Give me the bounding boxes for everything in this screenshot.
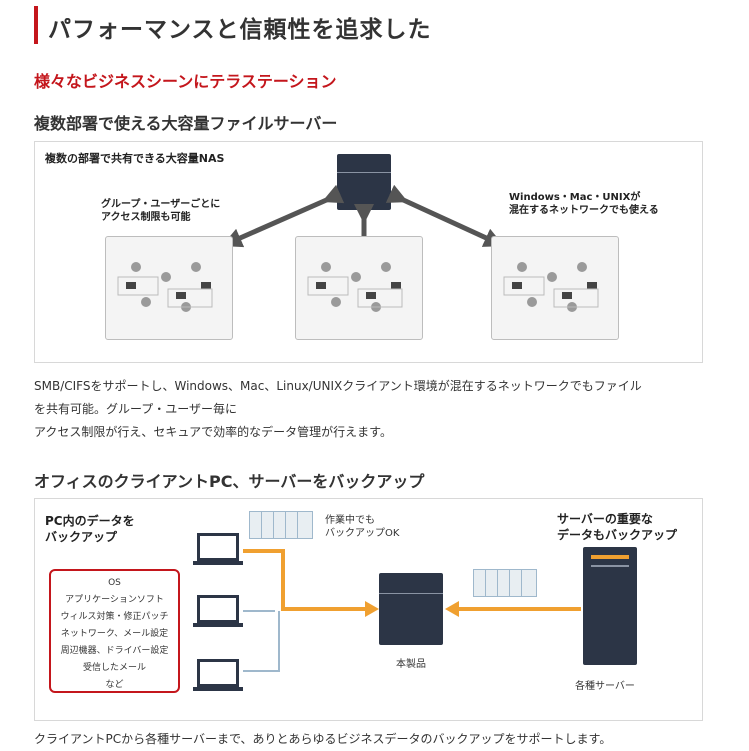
nas-label-right-2: 混在するネットワークでも使える: [509, 205, 659, 216]
os-item: 受信したメール: [82, 663, 146, 673]
server-caption: 各種サーバー: [575, 681, 635, 692]
section-nas-title: 複数部署で使える大容量ファイルサーバー: [34, 114, 338, 133]
office-illustration-center: [295, 236, 423, 340]
heading-accent-bar: [34, 6, 38, 44]
backup-figure: PC内のデータを バックアップ OS アプリケーションソフト ウィルス対策・修正…: [34, 498, 703, 721]
nas-description: SMB/CIFSをサポートし、Windows、Mac、Linux/UNIXクライ…: [34, 375, 642, 444]
office-illustration-left: [105, 236, 233, 340]
nas-figure: 複数の部署で共有できる大容量NAS グループ・ユーザーごとに アクセス制限も可能…: [34, 141, 703, 363]
server-tower-icon: [583, 547, 637, 665]
server-label-1: サーバーの重要な: [557, 512, 653, 526]
os-item: 周辺機器、ドライバー設定: [60, 646, 169, 656]
product-label: 本製品: [396, 659, 426, 670]
backup-description: クライアントPCから各種サーバーまで、ありとあらゆるビジネスデータのバックアップ…: [34, 732, 612, 746]
office-people-icon: [503, 262, 599, 312]
office-people-icon: [117, 262, 213, 312]
laptop-icon: [193, 595, 243, 627]
product-device-icon: [379, 573, 443, 645]
os-item: ウィルス対策・修正パッチ: [60, 612, 169, 622]
server-label-2: データもバックアップ: [557, 528, 678, 542]
office-people-icon: [307, 262, 403, 312]
laptop-icon: [193, 659, 243, 691]
page-subheading: 様々なビジネスシーンにテラステーション: [34, 72, 337, 91]
os-item: など: [105, 680, 124, 690]
nas-description-line2: を共有可能。グループ・ユーザー毎に: [34, 402, 238, 416]
section-backup-title: オフィスのクライアントPC、サーバーをバックアップ: [34, 472, 425, 491]
page-heading: パフォーマンスと信頼性を追求した: [34, 6, 734, 44]
documents-icon: [249, 509, 313, 541]
working-label-1: 作業中でも: [325, 515, 375, 526]
os-item: アプリケーションソフト: [65, 595, 164, 605]
backup-pc-label-1: PC内のデータを: [45, 514, 135, 528]
nas-device-icon: [337, 154, 391, 210]
backup-items-box: OS アプリケーションソフト ウィルス対策・修正パッチ ネットワーク、メール設定…: [49, 569, 180, 693]
nas-description-line1: SMB/CIFSをサポートし、Windows、Mac、Linux/UNIXクライ…: [34, 379, 642, 393]
working-label-2: バックアップOK: [325, 528, 400, 539]
nas-label-left-1: グループ・ユーザーごとに: [101, 199, 221, 210]
documents-icon: [473, 567, 537, 599]
nas-label-left-2: アクセス制限も可能: [101, 212, 191, 223]
backup-connection-lines: [243, 549, 581, 672]
office-illustration-right: [491, 236, 619, 340]
page-heading-text: パフォーマンスと信頼性を追求した: [48, 17, 432, 43]
nas-figure-title: 複数の部署で共有できる大容量NAS: [45, 152, 225, 165]
backup-pc-label-2: バックアップ: [45, 530, 118, 544]
nas-description-line3: アクセス制限が行え、セキュアで効率的なデータ管理が行えます。: [34, 425, 392, 439]
os-item: ネットワーク、メール設定: [60, 629, 169, 639]
os-item: OS: [108, 578, 121, 588]
nas-label-right-1: Windows・Mac・UNIXが: [509, 192, 641, 203]
laptop-icon: [193, 533, 243, 565]
